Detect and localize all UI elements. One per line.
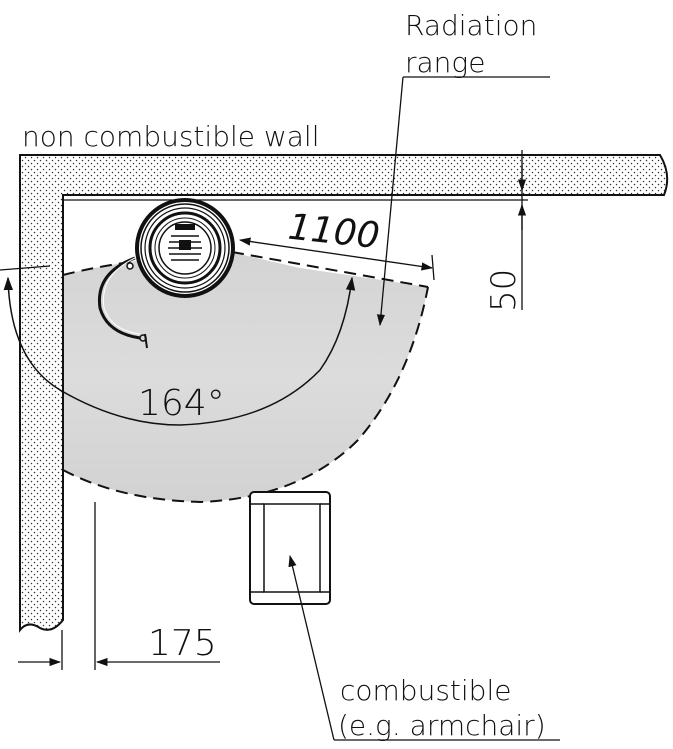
- radiation-range-label-line1: Radiation: [405, 9, 537, 42]
- dimension-angle: [0, 265, 356, 426]
- dimension-wall-gap-value: 50: [484, 269, 524, 312]
- radiation-range-label-line2: range: [405, 46, 485, 79]
- radiation-range-leader: [376, 76, 550, 327]
- combustible-label-line1: combustible: [340, 674, 511, 707]
- dimension-side-gap: [18, 502, 220, 670]
- combustible-leader: [288, 554, 560, 741]
- dimension-radius: [238, 237, 435, 281]
- dimension-side-gap-value: 175: [148, 623, 217, 664]
- dimension-radius-value: 1100: [286, 207, 381, 257]
- armchair-top-view-icon: [249, 491, 331, 605]
- radiation-range-area: [62, 251, 429, 504]
- non-combustible-wall: [19, 154, 669, 633]
- dimension-wall-gap: [63, 150, 528, 310]
- dimension-angle-value: 164°: [138, 383, 225, 424]
- stove-top-view-icon: [97, 198, 235, 349]
- wall-label: non combustible wall: [22, 120, 320, 153]
- combustible-label-line2: (e.g. armchair): [338, 709, 546, 742]
